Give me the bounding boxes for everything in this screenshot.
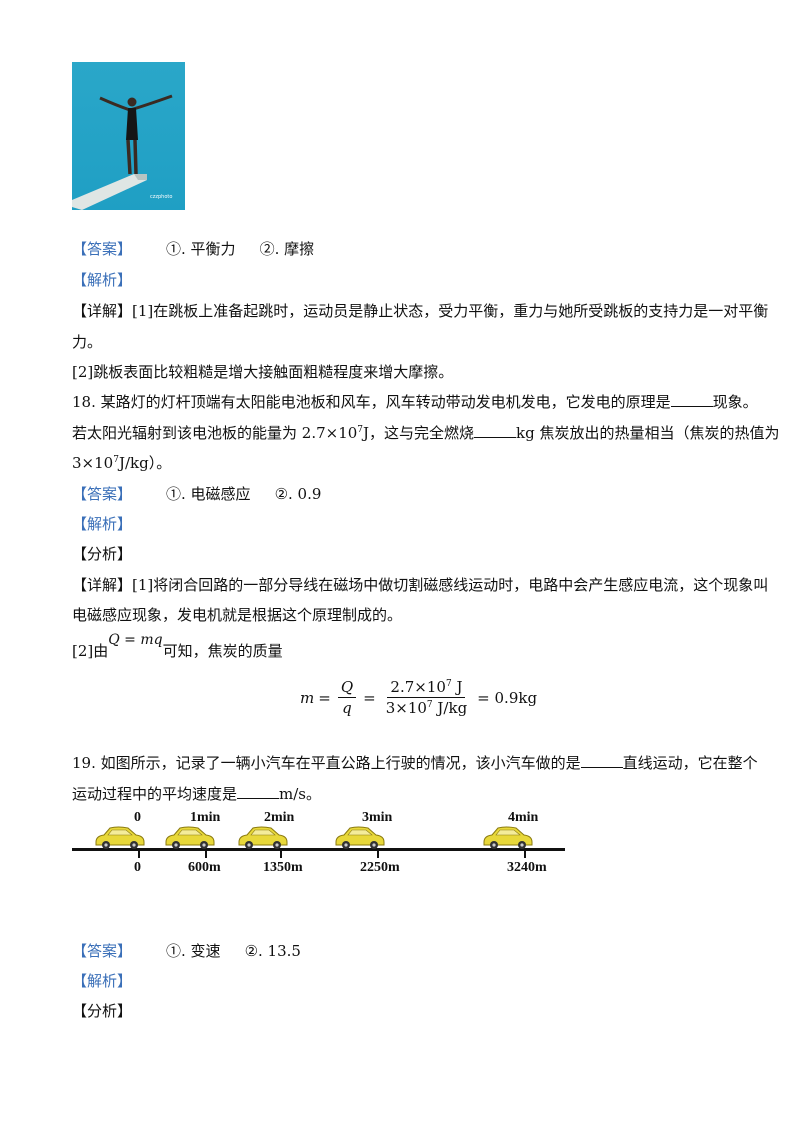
- car-icon-0: [95, 826, 145, 849]
- car-icon-4: [483, 826, 533, 849]
- question-19-line1: 19. 如图所示，记录了一辆小汽车在平直公路上行驶的情况，该小汽车做的是 直线运动…: [72, 752, 758, 773]
- road-tick-3: [377, 851, 379, 858]
- road-tick-0: [138, 851, 140, 858]
- distance-label-4: 3240m: [507, 860, 547, 875]
- answer-17: 【答案】 ①. 平衡力 ②. 摩擦: [72, 238, 314, 259]
- road-tick-4: [524, 851, 526, 858]
- answer-item-2: ②. 摩擦: [259, 240, 315, 258]
- detail-18-line1: 【详解】[1]将闭合回路的一部分导线在磁场中做切割磁感线运动时，电路中会产生感应…: [72, 576, 769, 594]
- fraction-value-denominator: 3×107 J/kg: [385, 699, 468, 717]
- distance-label-3: 2250m: [360, 860, 400, 875]
- q19-text-b: 直线运动，它在整个: [622, 754, 758, 772]
- distance-label-0: 0: [134, 860, 141, 875]
- fenxi-18: 【分析】: [72, 545, 133, 563]
- question-19-line2: 运动过程中的平均速度是 m/s。: [72, 783, 321, 804]
- answer-item-1: ①. 变速: [166, 942, 221, 960]
- formula-lhs: m: [300, 688, 315, 707]
- time-label-2: 2min: [264, 810, 295, 825]
- car-icon-3: [335, 826, 385, 849]
- diver-photo: czzphoto: [72, 62, 185, 210]
- time-label-1: 1min: [190, 810, 221, 825]
- car-icon-2: [238, 826, 288, 849]
- answer-tag: 【答案】: [72, 240, 133, 258]
- detail-17-line3: [2]跳板表面比较粗糙是增大接触面粗糙程度来增大摩擦。: [72, 363, 454, 381]
- detail-18-line3: [2]由Q = mq可知，焦炭的质量: [72, 632, 283, 661]
- answer-item-1: ①. 电磁感应: [166, 485, 251, 503]
- q19-blank-1: [580, 755, 623, 768]
- car-icon-1: [165, 826, 215, 849]
- q18-heat-exp: 7: [113, 455, 119, 465]
- distance-label-2: 1350m: [263, 860, 303, 875]
- question-18-line2: 若太阳光辐射到该电池板的能量为 2.7×107J，这与完全燃烧 kg 焦炭放出的热…: [72, 422, 780, 443]
- q18-text-c: J，这与完全燃烧: [363, 424, 475, 442]
- analysis-tag: 【解析】: [72, 271, 133, 289]
- q18-energy: 若太阳光辐射到该电池板的能量为 2.7×10: [72, 424, 358, 442]
- detail-18-suffix: 可知，焦炭的质量: [162, 642, 283, 660]
- answer-19: 【答案】 ①. 变速 ②. 13.5: [72, 940, 301, 961]
- fraction-value-numerator: 2.7×107 J: [387, 678, 466, 698]
- q18-blank-2: [474, 425, 517, 438]
- road-diagram: [72, 826, 565, 858]
- q18-energy-exp: 7: [357, 425, 364, 435]
- fraction-q-over-q: Q q: [337, 678, 357, 717]
- detail-17-line2: 力。: [72, 333, 103, 351]
- diver-image: czzphoto: [72, 62, 185, 210]
- question-18-line1: 18. 某路灯的灯杆顶端有太阳能电池板和风车，风车转动带动发电机发电，它发电的原…: [72, 391, 758, 412]
- distance-label-1: 600m: [188, 860, 221, 875]
- answer-item-1: ①. 平衡力: [166, 240, 236, 258]
- road-tick-1: [205, 851, 207, 858]
- time-label-4: 4min: [508, 810, 539, 825]
- q18-text-b: 现象。: [712, 393, 758, 411]
- answer-18: 【答案】 ①. 电磁感应 ②. 0.9: [72, 483, 321, 504]
- road-line: [72, 848, 565, 851]
- fraction-numerator: Q: [337, 678, 357, 698]
- answer-item-2: ②. 13.5: [244, 942, 301, 960]
- analysis-17: 【解析】: [72, 269, 132, 290]
- fenxi-19: 【分析】: [72, 1002, 133, 1020]
- analysis-tag: 【解析】: [72, 972, 133, 990]
- formula-result: = 0.9kg: [477, 688, 538, 707]
- inline-formula: Q = mq: [108, 632, 163, 648]
- q18-heat-value: 3×10: [72, 454, 114, 472]
- q18-text-a: 18. 某路灯的灯杆顶端有太阳能电池板和风车，风车转动带动发电机发电，它发电的原…: [72, 393, 671, 411]
- photo-watermark: czzphoto: [150, 194, 172, 200]
- analysis-tag: 【解析】: [72, 515, 133, 533]
- question-18-line3: 3×107J/kg）。: [72, 452, 171, 473]
- q18-text-d: kg 焦炭放出的热量相当（焦炭的热值为: [516, 424, 780, 442]
- q19-text-d: m/s。: [279, 785, 321, 803]
- detail-18-prefix: [2]由: [72, 642, 109, 660]
- detail-17-line1: 【详解】[1]在跳板上准备起跳时，运动员是静止状态，受力平衡，重力与她所受跳板的…: [72, 302, 769, 320]
- answer-item-2: ②. 0.9: [274, 485, 322, 503]
- formula-mass: m = Q q = 2.7×107 J 3×107 J/kg = 0.9kg: [300, 678, 541, 717]
- analysis-18: 【解析】: [72, 513, 132, 534]
- time-label-0: 0: [134, 810, 141, 825]
- answer-tag: 【答案】: [72, 942, 133, 960]
- fraction-denominator: q: [342, 699, 352, 717]
- answer-tag: 【答案】: [72, 485, 133, 503]
- time-label-3: 3min: [362, 810, 393, 825]
- formula-eq-2: =: [363, 688, 376, 707]
- q19-text-a: 19. 如图所示，记录了一辆小汽车在平直公路上行驶的情况，该小汽车做的是: [72, 754, 581, 772]
- detail-18-line2: 电磁感应现象，发电机就是根据这个原理制成的。: [72, 606, 403, 624]
- q18-blank-1: [670, 394, 713, 407]
- formula-eq-1: =: [318, 688, 331, 707]
- q19-blank-2: [237, 786, 280, 799]
- q19-text-c: 运动过程中的平均速度是: [72, 785, 238, 803]
- fraction-values: 2.7×107 J 3×107 J/kg: [383, 678, 470, 717]
- road-tick-2: [280, 851, 282, 858]
- q18-heat-unit: J/kg）。: [118, 454, 172, 472]
- car-road-figure: [72, 808, 572, 883]
- analysis-19: 【解析】: [72, 970, 132, 991]
